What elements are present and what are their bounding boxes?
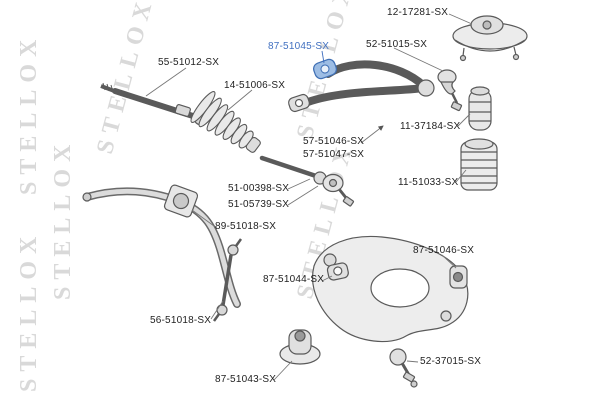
bump-stop bbox=[468, 86, 492, 131]
part-label-57-51046-sx: 57-51046-SX bbox=[303, 136, 365, 147]
part-label-51-05739-sx: 51-05739-SX bbox=[228, 199, 290, 210]
part-label-87-51043-sx: 87-51043-SX bbox=[215, 374, 277, 385]
part-label-55-51012-sx: 55-51012-SX bbox=[158, 57, 220, 68]
upper-ball-joint bbox=[437, 69, 463, 112]
steering-rack-boot bbox=[190, 91, 261, 153]
stabilizer-link bbox=[212, 238, 243, 322]
stabilizer-bar bbox=[82, 187, 241, 308]
stabilizer-bushing-bracket bbox=[163, 184, 199, 218]
part-label-89-51018-sx: 89-51018-SX bbox=[215, 221, 277, 232]
part-label-87-51044-sx: 87-51044-SX bbox=[263, 274, 325, 285]
inner-tie-rod bbox=[100, 82, 207, 126]
upper-arm-bushing-highlighted[interactable] bbox=[312, 58, 338, 81]
part-label-57-51047-sx: 57-51047-SX bbox=[303, 149, 365, 160]
part-label-14-51006-sx: 14-51006-SX bbox=[224, 80, 286, 91]
lower-control-arm bbox=[312, 235, 469, 343]
part-label-11-37184-sx: 11-37184-SX bbox=[400, 121, 461, 132]
shock-dust-boot bbox=[460, 138, 498, 191]
strut-mount bbox=[452, 15, 528, 62]
part-label-87-51045-sx[interactable]: 87-51045-SX bbox=[268, 41, 330, 52]
part-label-12-17281-sx: 12-17281-SX bbox=[387, 7, 449, 18]
part-label-51-00398-sx: 51-00398-SX bbox=[228, 183, 290, 194]
leader-lines bbox=[145, 13, 473, 381]
part-label-52-51015-sx: 52-51015-SX bbox=[366, 39, 428, 50]
upper-control-arm bbox=[288, 60, 435, 113]
lower-ball-joint bbox=[389, 348, 418, 388]
lower-arm-front-bushing bbox=[326, 262, 349, 281]
part-label-52-37015-sx: 52-37015-SX bbox=[420, 356, 482, 367]
part-label-87-51046-sx: 87-51046-SX bbox=[413, 245, 475, 256]
tie-rod-end bbox=[259, 155, 355, 207]
part-label-56-51018-sx: 56-51018-SX bbox=[150, 315, 212, 326]
part-label-11-51033-sx: 11-51033-SX bbox=[398, 177, 459, 188]
lower-arm-side-bushing bbox=[449, 265, 468, 289]
lower-arm-rear-bushing bbox=[279, 329, 321, 365]
